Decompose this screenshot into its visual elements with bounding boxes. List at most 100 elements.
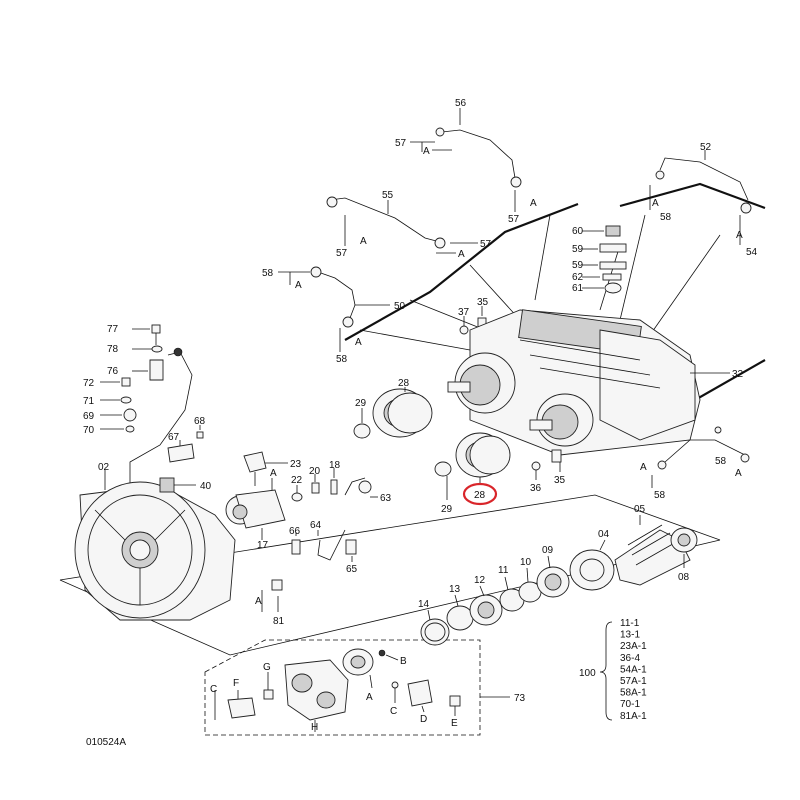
part-label-04: 04 (598, 529, 610, 540)
part-label-68: 68 (194, 416, 206, 427)
part-label-02: 02 (98, 462, 110, 473)
A-marker-11: A (270, 468, 277, 479)
leader-lines (359, 214, 721, 351)
part-label-22: 22 (291, 475, 303, 486)
flywheel-housing (74, 470, 236, 621)
part-label-58b: 58 (262, 268, 274, 279)
kit-list-item: 57A-1 (620, 676, 647, 687)
kit-list-item: 70-1 (620, 699, 640, 710)
gear-29-28-upper (353, 387, 433, 439)
fittings-36-35 (531, 449, 562, 480)
kit-list-items: 11-113-123A-136-454A-157A-158A-170-181A-… (620, 618, 647, 722)
part-label-73: 73 (514, 693, 526, 704)
part-label-58e: 58 (654, 490, 666, 501)
kit-list-item: 13-1 (620, 630, 640, 641)
plug-stack (582, 225, 627, 294)
part-label-57c: 57 (336, 248, 348, 259)
drawing-number: 010524A (86, 737, 126, 748)
part-label-23: 23 (290, 459, 302, 470)
part-label-59b: 59 (572, 260, 584, 271)
gear-29-28-lower (434, 432, 511, 500)
kit-list-item: 81A-1 (620, 711, 647, 722)
A-marker-1: A (423, 146, 430, 157)
kit-letter-G: G (263, 662, 271, 673)
part-label-12: 12 (474, 575, 486, 586)
kit-list-item: 36-4 (620, 653, 640, 664)
plug-40 (159, 477, 196, 493)
highlight-circle-28 (462, 482, 498, 506)
fittings-22-20-18 (291, 468, 338, 502)
kit-list-100: 11-113-123A-136-454A-157A-158A-170-181A-… (599, 618, 647, 722)
part-label-10: 10 (520, 557, 532, 568)
part-label-35a: 35 (477, 297, 489, 308)
shaft-bearings (420, 515, 698, 646)
bolt-column-left (100, 324, 193, 485)
kit-letter-C1: C (210, 684, 217, 695)
part-label-08: 08 (678, 572, 690, 583)
kit-letter-H: H (311, 722, 318, 733)
part-label-14: 14 (418, 599, 430, 610)
part-label-76: 76 (107, 366, 119, 377)
part-label-37: 37 (458, 307, 470, 318)
tube-55 (326, 196, 446, 249)
A-marker-10: A (640, 462, 647, 473)
A-marker-6: A (458, 249, 465, 260)
part-label-72: 72 (83, 378, 95, 389)
part-label-29a: 29 (355, 398, 367, 409)
A-marker-5: A (360, 236, 367, 247)
part-label-57b: 57 (508, 214, 520, 225)
part-label-69: 69 (83, 411, 95, 422)
hose-64-66-65 (291, 529, 357, 562)
part-label-59a: 59 (572, 244, 584, 255)
part-label-65: 65 (346, 564, 358, 575)
part-label-18: 18 (329, 460, 341, 471)
bracket-67-68 (167, 425, 204, 463)
part-label-63: 63 (380, 493, 392, 504)
part-label-58d: 58 (715, 456, 727, 467)
filter-assembly (225, 451, 288, 540)
part-label-78: 78 (107, 344, 119, 355)
part-label-77: 77 (107, 324, 119, 335)
part-label-29b: 29 (441, 504, 453, 515)
coupling-kit (214, 648, 510, 732)
tube-50 (310, 266, 390, 328)
tube-52 (655, 150, 752, 214)
part-label-57a: 57 (395, 138, 407, 149)
A-marker-12: A (255, 596, 262, 607)
part-label-61: 61 (572, 283, 584, 294)
tube-58-right (657, 426, 750, 470)
part-label-05: 05 (634, 504, 646, 515)
part-label-62: 62 (572, 272, 584, 283)
hose-63 (344, 477, 378, 498)
part-label-54: 54 (746, 247, 758, 258)
part-label-20: 20 (309, 466, 321, 477)
kit-list-item: 11-1 (620, 618, 640, 629)
kit-letter-C2: C (390, 706, 397, 717)
A-marker-4: A (736, 230, 743, 241)
part-label-71: 71 (83, 396, 95, 407)
kit-letter-E: E (451, 718, 458, 729)
A-marker-3: A (652, 198, 659, 209)
A-marker-7: A (295, 280, 302, 291)
part-label-58c: 58 (336, 354, 348, 365)
main-pump (447, 309, 730, 456)
part-label-70: 70 (83, 425, 95, 436)
part-label-66: 66 (289, 526, 301, 537)
part-label-35b: 35 (554, 475, 566, 486)
A-marker-9: A (735, 468, 742, 479)
part-label-81: 81 (273, 616, 285, 627)
part-label-11: 11 (498, 565, 509, 576)
kit-list-item: 23A-1 (620, 641, 647, 652)
part-label-52: 52 (700, 142, 712, 153)
kit-list-item: 58A-1 (620, 688, 647, 699)
part-label-28b: 28 (474, 490, 486, 501)
part-label-50: 50 (394, 301, 406, 312)
part-label-67: 67 (168, 432, 180, 443)
part-label-58a: 58 (660, 212, 672, 223)
part-label-32: 32 (732, 369, 744, 380)
part-label-55: 55 (382, 190, 394, 201)
part-label-17: 17 (257, 540, 269, 551)
panel-frames (59, 182, 766, 736)
kit-letter-A: A (366, 692, 373, 703)
